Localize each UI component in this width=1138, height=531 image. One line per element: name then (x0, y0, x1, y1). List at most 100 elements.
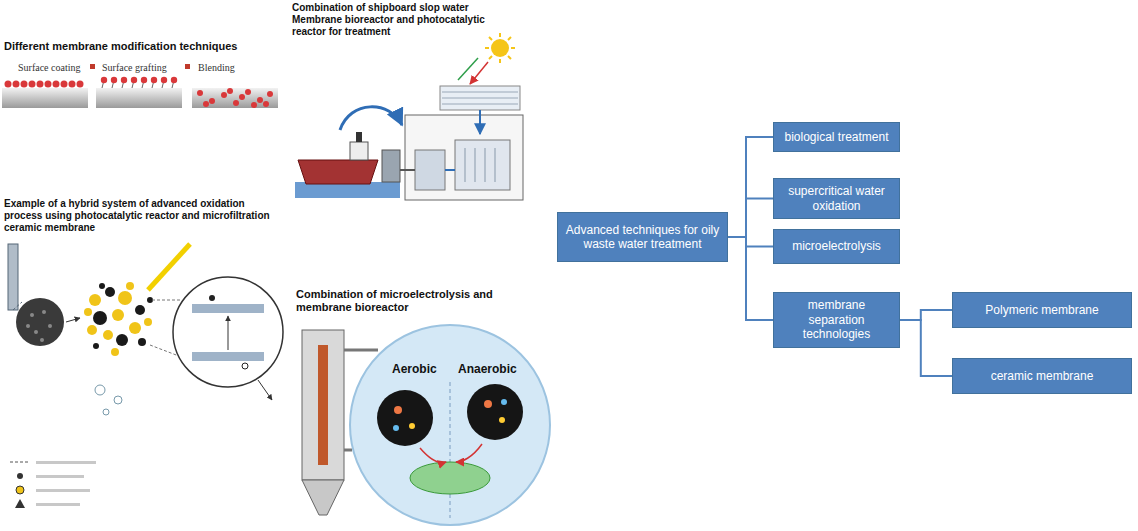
membrane-modification-figure (267, 91, 273, 97)
process-box: Advanced techniques for oily waste water… (557, 212, 728, 262)
membrane-modification-figure (203, 101, 209, 107)
box-text: membrane separation technologies (780, 298, 893, 341)
photocatalytic-membrane-figure (135, 305, 145, 315)
photocatalytic-membrane-figure (118, 291, 132, 305)
membrane-modification-figure (37, 81, 44, 88)
photocatalytic-membrane-figure (84, 308, 92, 316)
shipboard-treatment-figure (400, 169, 415, 171)
connector-line (900, 310, 952, 320)
membrane-modification-figure (245, 89, 251, 95)
microelectrolysis-mbr-figure (420, 448, 446, 463)
photocatalytic-membrane-figure (87, 325, 97, 335)
microelectrolysis-mbr-figure (344, 349, 378, 352)
microelectrolysis-mbr-figure (302, 325, 550, 525)
photocatalytic-membrane-figure (173, 277, 283, 387)
membrane-modification-figure (77, 81, 84, 88)
process-box: microelectrolysis (773, 229, 900, 264)
shipboard-treatment-figure (465, 148, 495, 182)
membrane-modification-figure (2, 88, 88, 108)
microelectrolysis-mbr-figure (456, 444, 482, 462)
photocatalytic-membrane-figure (89, 294, 101, 306)
shipboard-treatment-figure (442, 104, 518, 105)
membrane-modification-figure (171, 77, 177, 83)
photocatalytic-membrane-figure (36, 489, 90, 492)
membrane-modification-figure (221, 92, 227, 98)
shipboard-treatment-figure (382, 150, 400, 182)
connector-line (900, 320, 952, 376)
membrane-modification-figure (21, 81, 28, 88)
membrane-modification-figure (29, 81, 36, 88)
membrane-modification-figure (197, 90, 203, 96)
microelectrolysis-mbr-figure (393, 425, 399, 431)
photocatalytic-membrane-figure (148, 244, 190, 290)
photocatalytic-membrane-figure (8, 244, 18, 310)
photocatalytic-membrane-figure (129, 322, 141, 334)
photocatalytic-membrane-figure (114, 396, 122, 404)
membrane-modification-figure (185, 64, 190, 69)
microelectrolysis-mbr-figure (393, 399, 507, 431)
figure-caption: Example of a hybrid system of advanced o… (4, 198, 284, 234)
box-text: ceramic membrane (991, 369, 1094, 383)
membrane-modification-figure (151, 77, 157, 83)
shipboard-treatment-figure (445, 169, 455, 171)
microelectrolysis-mbr-figure (501, 399, 507, 405)
photocatalytic-membrane-figure (36, 461, 96, 464)
photocatalytic-membrane-figure (192, 352, 264, 361)
photocatalytic-membrane-figure (26, 310, 52, 342)
membrane-modification-figure (263, 101, 269, 107)
technique-label: Blending (198, 62, 268, 74)
photocatalytic-membrane-figure (36, 503, 80, 506)
photocatalytic-membrane-figure (192, 304, 264, 313)
membrane-modification-figure (161, 77, 167, 83)
microelectrolysis-mbr-figure (302, 480, 344, 515)
shipboard-treatment-figure (350, 142, 368, 160)
shipboard-treatment-figure (415, 150, 445, 190)
photocatalytic-membrane-figure (103, 409, 109, 415)
microelectrolysis-mbr-figure (499, 417, 505, 423)
membrane-modification-figure (251, 102, 257, 108)
photocatalytic-membrane-figure (116, 334, 128, 346)
shipboard-treatment-figure (405, 115, 523, 200)
photocatalytic-membrane-figure (112, 309, 124, 321)
membrane-modification-figure (5, 81, 84, 88)
photocatalytic-membrane-figure (228, 316, 229, 350)
shipboard-treatment-figure (442, 92, 518, 104)
membrane-modification-figure (141, 77, 147, 83)
membrane-modification-figure (96, 88, 182, 108)
photocatalytic-membrane-figure (84, 282, 153, 356)
microelectrolysis-mbr-figure (394, 406, 402, 414)
technique-label: Surface coating (18, 62, 90, 74)
box-text: Polymeric membrane (985, 303, 1098, 317)
photocatalytic-membrane-figure (258, 380, 272, 400)
photocatalytic-membrane-figure (16, 486, 24, 494)
process-box: biological treatment (773, 122, 900, 152)
photocatalytic-membrane-figure (93, 311, 107, 325)
shipboard-treatment-figure (465, 148, 466, 182)
photocatalytic-membrane-figure (144, 318, 152, 326)
photocatalytic-membrane-figure (36, 475, 84, 478)
shipboard-treatment-figure (491, 39, 509, 57)
membrane-modification-figure (45, 81, 52, 88)
zone-label: Aerobic (392, 362, 452, 376)
shipboard-treatment-figure (479, 110, 481, 134)
connector-line (728, 199, 773, 238)
process-box: ceramic membrane (952, 358, 1132, 394)
photocatalytic-membrane-figure (36, 461, 96, 506)
microelectrolysis-mbr-figure (377, 390, 433, 446)
photocatalytic-membrane-figure (95, 385, 122, 415)
microelectrolysis-mbr-figure (344, 449, 352, 452)
photocatalytic-membrane-figure (138, 338, 146, 346)
membrane-modification-figure (257, 97, 263, 103)
process-box: membrane separation technologies (773, 292, 900, 348)
shipboard-treatment-figure (356, 132, 362, 142)
photocatalytic-membrane-figure (111, 348, 119, 356)
shipboard-treatment-figure (470, 62, 488, 84)
membrane-modification-figure (111, 77, 117, 83)
photocatalytic-membrane-figure (99, 283, 105, 289)
shipboard-treatment-figure (295, 33, 523, 200)
shipboard-treatment-figure (298, 160, 378, 184)
photocatalytic-membrane-figure (209, 295, 215, 301)
shipboard-treatment-figure (475, 148, 476, 182)
